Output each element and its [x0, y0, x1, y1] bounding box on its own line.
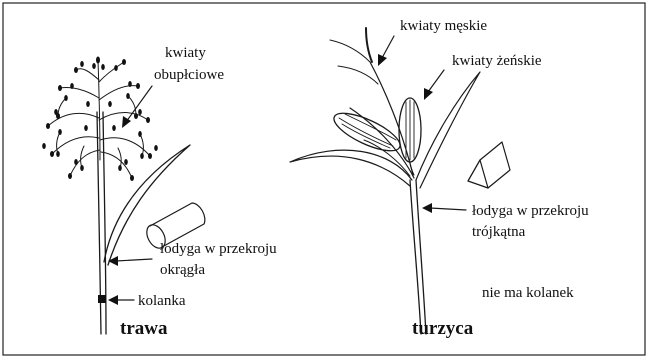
sedge-male-spike-3 [366, 28, 372, 62]
sedge-plant [290, 28, 510, 334]
sedge-male-spike-2 [338, 66, 378, 84]
grass-stem-label-line1: łodyga w przekroju [160, 241, 277, 257]
sedge-male-flowers-label: kwiaty męskie [400, 18, 487, 34]
sedge-no-nodes-label: nie ma kolanek [482, 285, 574, 301]
sedge-culm-edge [416, 180, 426, 334]
sedge-culm [410, 180, 421, 334]
sedge-title: turzyca [412, 318, 474, 339]
grass-stem-label-line2: okrągła [160, 262, 205, 278]
grass-nodes-label: kolanka [138, 293, 186, 309]
sedge-stem-label-line2: trójkątna [472, 224, 526, 240]
triangular-cross-section-icon [468, 142, 510, 188]
grass-flowers-label-line2: obupłciowe [154, 67, 224, 83]
grass-title: trawa [120, 318, 168, 339]
sedge-stem-label-line1: łodyga w przekroju [472, 203, 589, 219]
grass-node [98, 295, 106, 303]
sedge-female-flowers-label: kwiaty żeńskie [452, 53, 542, 69]
sedge-male-spike-1 [330, 40, 370, 62]
sedge-leaf-left [290, 150, 412, 186]
grass-panicle [48, 60, 150, 178]
sedge-male-stalk [370, 62, 413, 175]
grass-flowers-label-line1: kwiaty [165, 45, 206, 61]
